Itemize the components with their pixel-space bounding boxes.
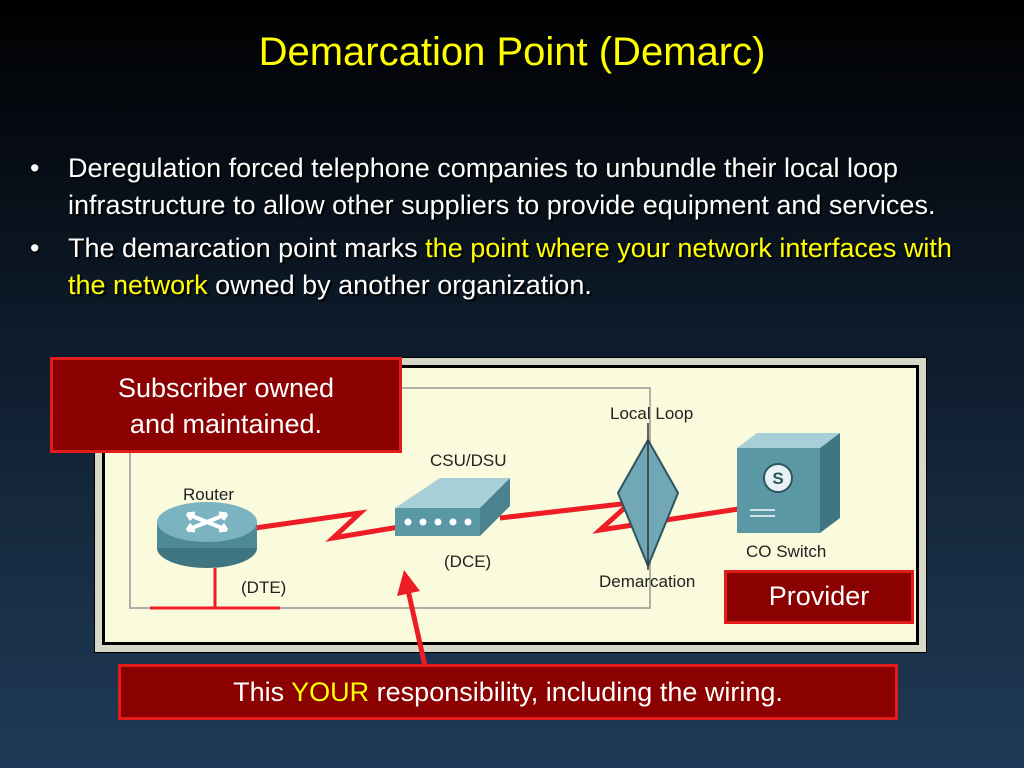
lightning-link-icon [499, 499, 746, 534]
bullet-text-after: owned by another organization. [207, 270, 592, 300]
csu-dsu-icon [395, 478, 510, 536]
demarc-diamond-icon [616, 423, 680, 570]
note-text-after: responsibility, including the wiring. [369, 677, 783, 707]
switch-symbol: S [772, 469, 783, 488]
note-text-before: This [233, 677, 292, 707]
router-icon [157, 502, 257, 568]
dte-cable-icon [150, 568, 280, 610]
lightning-link-icon [254, 509, 406, 542]
label-co-switch: CO Switch [746, 542, 826, 561]
subscriber-callout-line1: Subscriber owned [117, 373, 335, 403]
label-csu-dsu: CSU/DSU [430, 451, 507, 470]
bullet-highlight: the point where your network interfaces … [68, 233, 952, 300]
subscriber-callout-line2: and maintained. [129, 409, 323, 439]
responsibility-note: This YOUR responsibility, including the … [118, 664, 898, 720]
provider-callout: Provider [724, 570, 914, 624]
label-local-loop: Local Loop [610, 404, 693, 423]
bullet-text: Deregulation forced telephone companies … [68, 153, 936, 220]
label-dte: (DTE) [241, 578, 286, 597]
subscriber-callout: Subscriber owned and maintained. [50, 357, 402, 453]
slide-title: Demarcation Point (Demarc) [258, 30, 766, 74]
label-dce: (DCE) [444, 552, 491, 571]
bullet-item-deregulation: • Deregulation forced telephone companie… [28, 150, 988, 224]
label-demarcation: Demarcation [599, 572, 695, 591]
network-diagram-svg: S Local Loop CSU/DSU Router (DCE) (DTE) … [129, 387, 840, 610]
bullet-glyph: • [30, 233, 40, 263]
bullet-list: • Deregulation forced telephone companie… [28, 150, 988, 310]
note-highlight: YOUR [291, 677, 370, 707]
bullet-text-before: The demarcation point marks [68, 233, 426, 263]
label-router: Router [183, 485, 234, 504]
bullet-item-demarcation: • The demarcation point marks the point … [28, 230, 988, 304]
co-switch-icon [737, 433, 840, 533]
bullet-glyph: • [30, 153, 40, 183]
